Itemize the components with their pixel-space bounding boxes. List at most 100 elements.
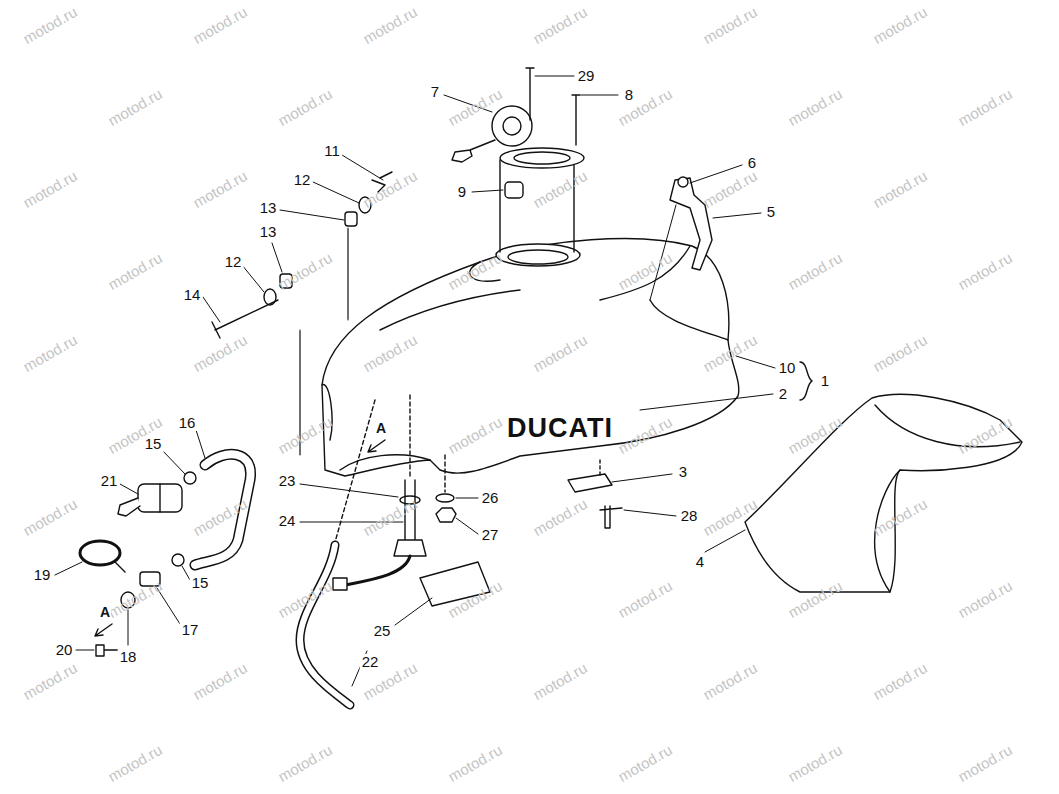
watermark: motod.ru bbox=[360, 3, 420, 47]
guide-line bbox=[444, 455, 445, 492]
guide-line bbox=[599, 460, 600, 475]
watermark: motod.ru bbox=[700, 3, 760, 47]
watermark: motod.ru bbox=[105, 249, 165, 293]
clamp bbox=[115, 562, 125, 572]
callout-number: 28 bbox=[679, 508, 700, 524]
watermark: motod.ru bbox=[20, 167, 80, 211]
leader-lines bbox=[55, 76, 775, 686]
callout-number: 23 bbox=[277, 473, 298, 489]
watermark: motod.ru bbox=[275, 85, 335, 129]
callout-number: 16 bbox=[177, 415, 198, 431]
watermark: motod.ru bbox=[700, 167, 760, 211]
callout-number: 10 bbox=[777, 360, 798, 376]
screw-head bbox=[678, 177, 688, 187]
watermark: motod.ru bbox=[445, 741, 505, 785]
watermark: motod.ru bbox=[190, 3, 250, 47]
grommet bbox=[345, 212, 357, 226]
callout-number: 5 bbox=[765, 204, 777, 220]
tank-detail bbox=[322, 246, 728, 470]
callout-number: 6 bbox=[746, 155, 758, 171]
callout-number: 15 bbox=[143, 436, 164, 452]
fuel-filter bbox=[118, 484, 160, 516]
cap-ring bbox=[514, 152, 570, 164]
callout-number: 17 bbox=[180, 622, 201, 638]
hose bbox=[300, 545, 350, 705]
callout-number: 12 bbox=[223, 254, 244, 270]
callout-number: 25 bbox=[372, 623, 393, 639]
watermark: motod.ru bbox=[20, 3, 80, 47]
watermark: motod.ru bbox=[785, 85, 845, 129]
bolt bbox=[212, 300, 278, 338]
callout-number: 8 bbox=[623, 87, 635, 103]
watermark: motod.ru bbox=[20, 495, 80, 539]
key bbox=[452, 140, 495, 162]
callout-number: 24 bbox=[277, 513, 298, 529]
callout-number: 21 bbox=[99, 473, 120, 489]
seat bbox=[745, 394, 1022, 592]
watermark: motod.ru bbox=[955, 249, 1015, 293]
watermark: motod.ru bbox=[275, 741, 335, 785]
fuel-cap bbox=[503, 117, 521, 135]
watermark: motod.ru bbox=[530, 495, 590, 539]
watermark: motod.ru bbox=[105, 741, 165, 785]
callout-number: 19 bbox=[32, 567, 53, 583]
watermark: motod.ru bbox=[785, 249, 845, 293]
view-marker: A bbox=[375, 420, 387, 436]
screw bbox=[526, 68, 580, 145]
watermark: motod.ru bbox=[105, 577, 165, 621]
washer bbox=[436, 494, 454, 502]
seat-detail bbox=[875, 405, 1020, 592]
callout-number: 26 bbox=[480, 490, 501, 506]
callout-number: 9 bbox=[456, 184, 468, 200]
callout-number: 7 bbox=[429, 84, 441, 100]
callout-number: 13 bbox=[258, 224, 279, 240]
watermark: motod.ru bbox=[105, 85, 165, 129]
watermark: motod.ru bbox=[190, 659, 250, 703]
brand-text: DUCATI bbox=[507, 413, 613, 444]
callout-number: 14 bbox=[182, 287, 203, 303]
callout-number: 1 bbox=[819, 373, 831, 389]
watermark: motod.ru bbox=[360, 495, 420, 539]
washer bbox=[264, 289, 276, 305]
watermark: motod.ru bbox=[700, 659, 760, 703]
nut bbox=[184, 472, 196, 484]
cap-ring bbox=[500, 148, 584, 168]
bracket bbox=[568, 474, 612, 492]
hose bbox=[300, 545, 350, 705]
tap-pipe bbox=[345, 556, 410, 585]
callout-number: 20 bbox=[54, 642, 75, 658]
watermark: motod.ru bbox=[615, 577, 675, 621]
watermark: motod.ru bbox=[870, 3, 930, 47]
fuel-tank bbox=[322, 239, 739, 476]
watermark: motod.ru bbox=[955, 577, 1015, 621]
watermark: motod.ru bbox=[870, 659, 930, 703]
callout-number: 2 bbox=[777, 386, 789, 402]
watermark: motod.ru bbox=[615, 741, 675, 785]
watermark: motod.ru bbox=[870, 167, 930, 211]
watermark: motod.ru bbox=[530, 167, 590, 211]
watermark: motod.ru bbox=[530, 659, 590, 703]
callout-number: 3 bbox=[677, 464, 689, 480]
fuel-cap bbox=[492, 106, 532, 146]
callout-number: 15 bbox=[190, 575, 211, 591]
watermark: motod.ru bbox=[20, 331, 80, 375]
brace bbox=[800, 362, 812, 400]
tap-nut bbox=[394, 540, 426, 556]
callout-number: 22 bbox=[360, 654, 381, 670]
fitting bbox=[333, 578, 347, 590]
callout-number: 29 bbox=[576, 68, 597, 84]
watermark: motod.ru bbox=[20, 659, 80, 703]
callout-number: 18 bbox=[118, 649, 139, 665]
view-arrow bbox=[95, 624, 112, 636]
watermark: motod.ru bbox=[870, 331, 930, 375]
view-marker: A bbox=[99, 604, 111, 620]
watermark: motod.ru bbox=[785, 741, 845, 785]
callout-number: 11 bbox=[322, 143, 342, 159]
watermark: motod.ru bbox=[530, 3, 590, 47]
bushing bbox=[505, 182, 523, 198]
callout-number: 27 bbox=[480, 527, 501, 543]
watermark: motod.ru bbox=[275, 249, 335, 293]
watermark: motod.ru bbox=[955, 741, 1015, 785]
callout-number: 12 bbox=[292, 172, 313, 188]
